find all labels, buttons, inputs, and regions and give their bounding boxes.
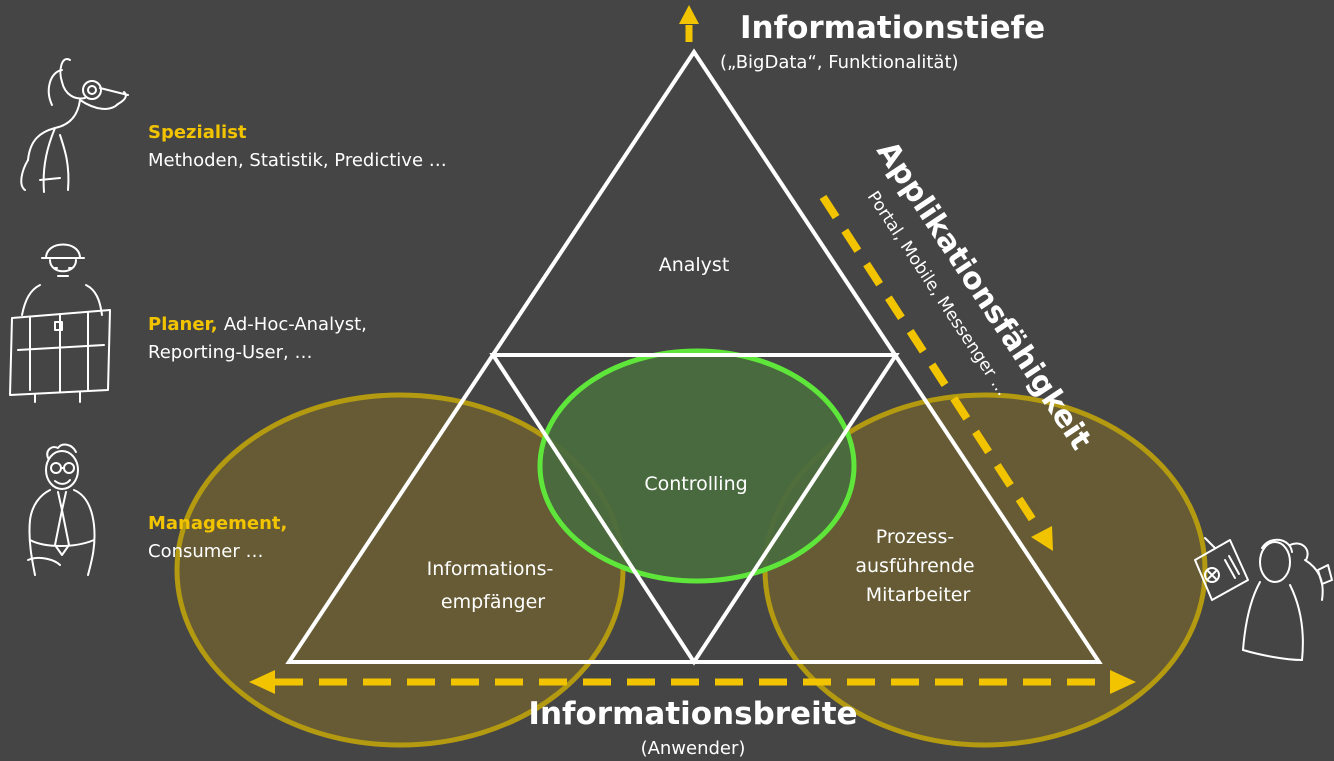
manager-tie-icon [27,443,96,576]
segment-center-label: Controlling [644,473,747,495]
magnifier-person-icon [20,58,129,193]
breadth-subtitle: (Anwender) [641,738,746,759]
depth-title: Informationstiefe [740,10,1045,46]
depth-arrow-icon [679,5,699,42]
worker-radio-icon [1194,537,1333,661]
center-ellipse [537,348,857,584]
breadth-title: Informationsbreite [528,696,857,732]
depth-subtitle: („BigData“, Funktionalität) [720,52,959,73]
segment-left-label: Informations- empfänger [427,558,560,613]
role-planer: Planer, Ad-Hoc-Analyst, Reporting-User, … [148,314,373,363]
role-spezialist: Spezialist Methoden, Statistik, Predicti… [148,122,447,171]
segment-right-label: Prozess- ausführende Mitarbeiter [855,526,980,606]
hardhat-planner-icon [9,243,111,403]
segment-top-label: Analyst [659,254,730,276]
inner-triangle [489,353,900,666]
breadth-arrow-icon [249,670,1136,694]
role-management: Management, Consumer … [148,513,293,562]
application-arrow-icon [819,194,1053,551]
